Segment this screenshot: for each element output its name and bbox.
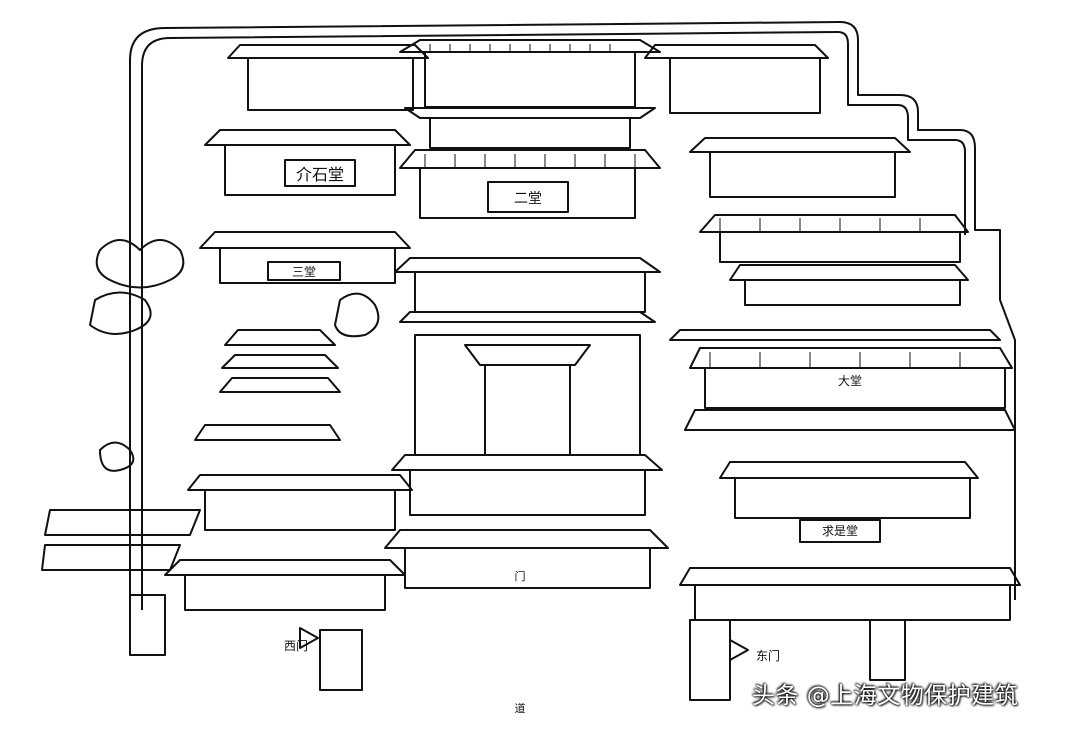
garden-trees (89, 239, 380, 472)
inner-wall (141, 31, 966, 610)
watermark-text: 头条 @上海文物保护建筑 (752, 683, 1019, 709)
plaque-qiuyuan: 求是堂 (822, 524, 858, 538)
plaque-gate: 门 (515, 569, 526, 583)
roof-hatching (424, 44, 961, 368)
plaque-sanxi: 三堂 (292, 265, 316, 279)
right-compound (644, 44, 1021, 621)
plaque-right-court: 大堂 (838, 374, 862, 388)
gates (129, 594, 906, 701)
plaque-bottom: 道 (515, 701, 526, 715)
plaque-right-gate: 东门 (756, 648, 780, 663)
left-compound (41, 44, 429, 611)
plaque-erhui: 二堂 (514, 191, 542, 207)
plaque-jieshi: 介石堂 (296, 165, 344, 184)
plaque-left-gate: 西门 (284, 638, 308, 653)
outer-wall (129, 21, 1016, 610)
central-compound (384, 39, 669, 589)
